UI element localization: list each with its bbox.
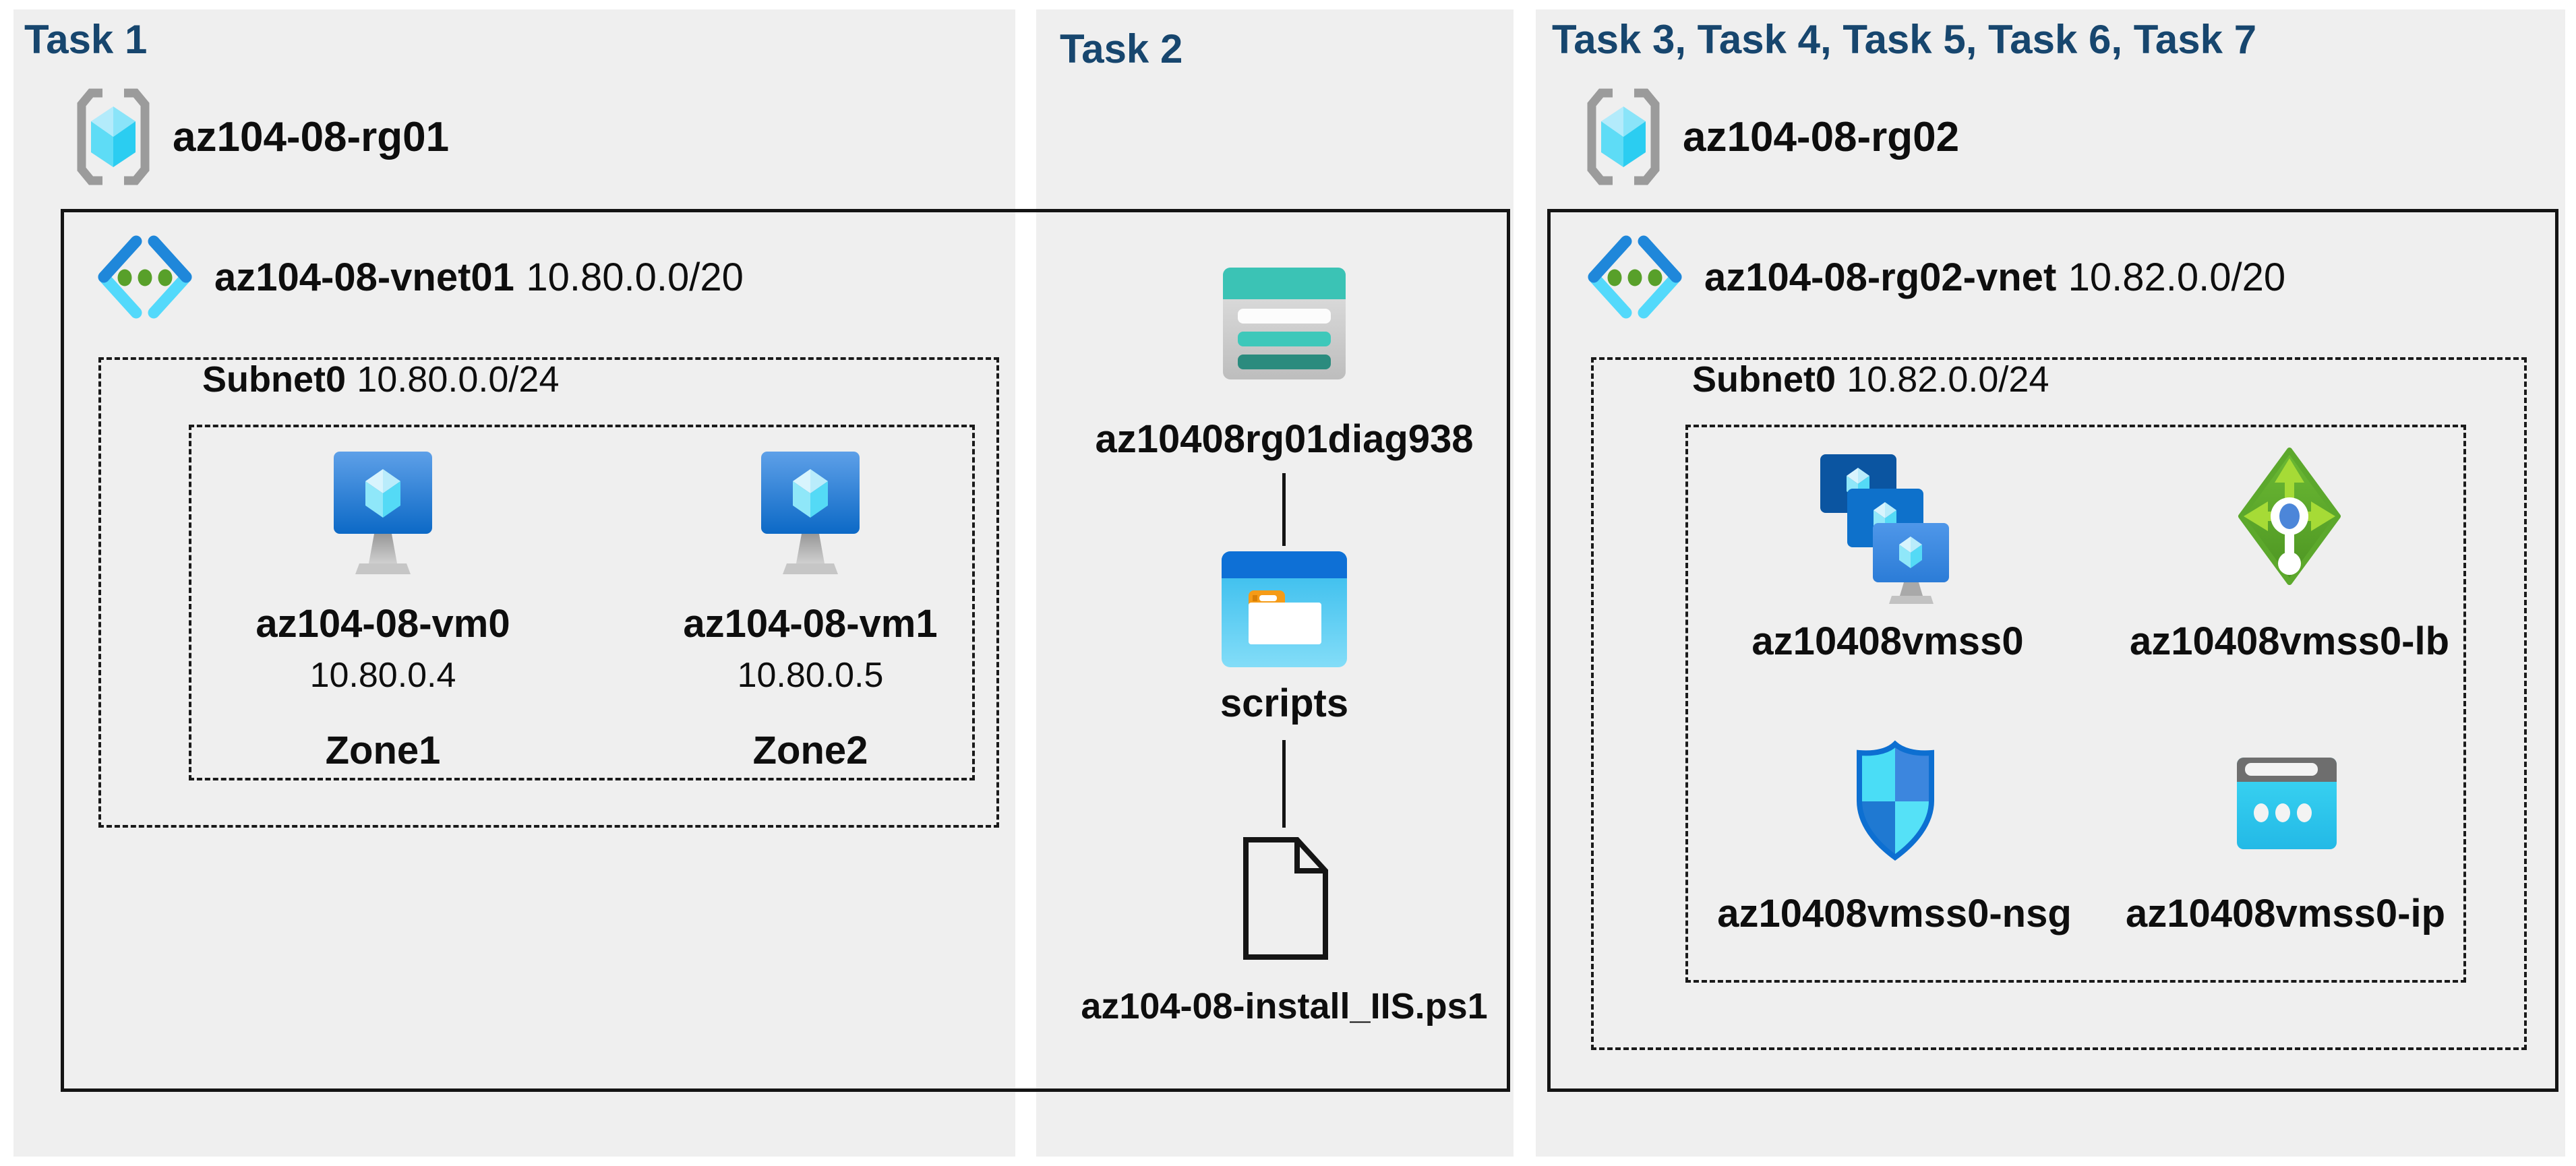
panel-task3 xyxy=(1536,9,2565,1157)
rg1-name: az104-08-rg01 xyxy=(173,113,450,160)
vmss-group-box xyxy=(1685,425,2466,983)
resource-group-icon xyxy=(1584,86,1663,187)
container-name: scripts xyxy=(1220,681,1349,725)
public-ip-icon xyxy=(2237,758,2337,849)
connector-storage-scripts xyxy=(1282,473,1286,546)
vnet1-box xyxy=(61,209,1510,1092)
rg2-name: az104-08-rg02 xyxy=(1683,113,1960,160)
task1-title: Task 1 xyxy=(24,17,148,62)
vm1-icon xyxy=(760,450,861,578)
script-file-name: az104-08-install_IIS.ps1 xyxy=(1081,986,1488,1026)
nsg-shield-icon xyxy=(1850,740,1941,861)
lb-name: az10408vmss0-lb xyxy=(2130,619,2449,663)
vm0-zone: Zone1 xyxy=(325,729,441,772)
load-balancer-icon xyxy=(2236,445,2343,588)
subnet1-box xyxy=(98,357,999,828)
nsg-name: az10408vmss0-nsg xyxy=(1717,892,2072,935)
vm0-ip: 10.80.0.4 xyxy=(309,656,456,695)
vm1-ip: 10.80.0.5 xyxy=(737,656,884,695)
vm-group-box xyxy=(189,425,975,780)
storage-account-icon xyxy=(1223,268,1346,379)
virtual-network-icon xyxy=(1584,235,1685,319)
storage-account-name: az10408rg01diag938 xyxy=(1095,417,1474,461)
script-file-icon xyxy=(1240,836,1329,961)
rg1-row: az104-08-rg01 xyxy=(74,86,449,187)
public-ip-name: az10408vmss0-ip xyxy=(2126,892,2445,935)
vm-scale-set-icon xyxy=(1819,453,1950,604)
subnet2-box xyxy=(1591,357,2527,1050)
vm0-name: az104-08-vm0 xyxy=(256,602,510,646)
resource-group-icon xyxy=(74,86,152,187)
vm1-zone: Zone2 xyxy=(752,729,868,772)
blob-container-icon xyxy=(1222,551,1347,667)
vm1-name: az104-08-vm1 xyxy=(683,602,938,646)
connector-scripts-file xyxy=(1282,740,1286,828)
virtual-network-icon xyxy=(94,235,196,319)
rg2-row: az104-08-rg02 xyxy=(1584,86,1959,187)
panel-task1 xyxy=(13,9,1015,1157)
vm0-icon xyxy=(332,450,433,578)
vmss-name: az10408vmss0 xyxy=(1751,619,2024,663)
vnet2-box xyxy=(1547,209,2558,1092)
task2-title: Task 2 xyxy=(1060,26,1183,71)
task3-title: Task 3, Task 4, Task 5, Task 6, Task 7 xyxy=(1552,17,2257,62)
